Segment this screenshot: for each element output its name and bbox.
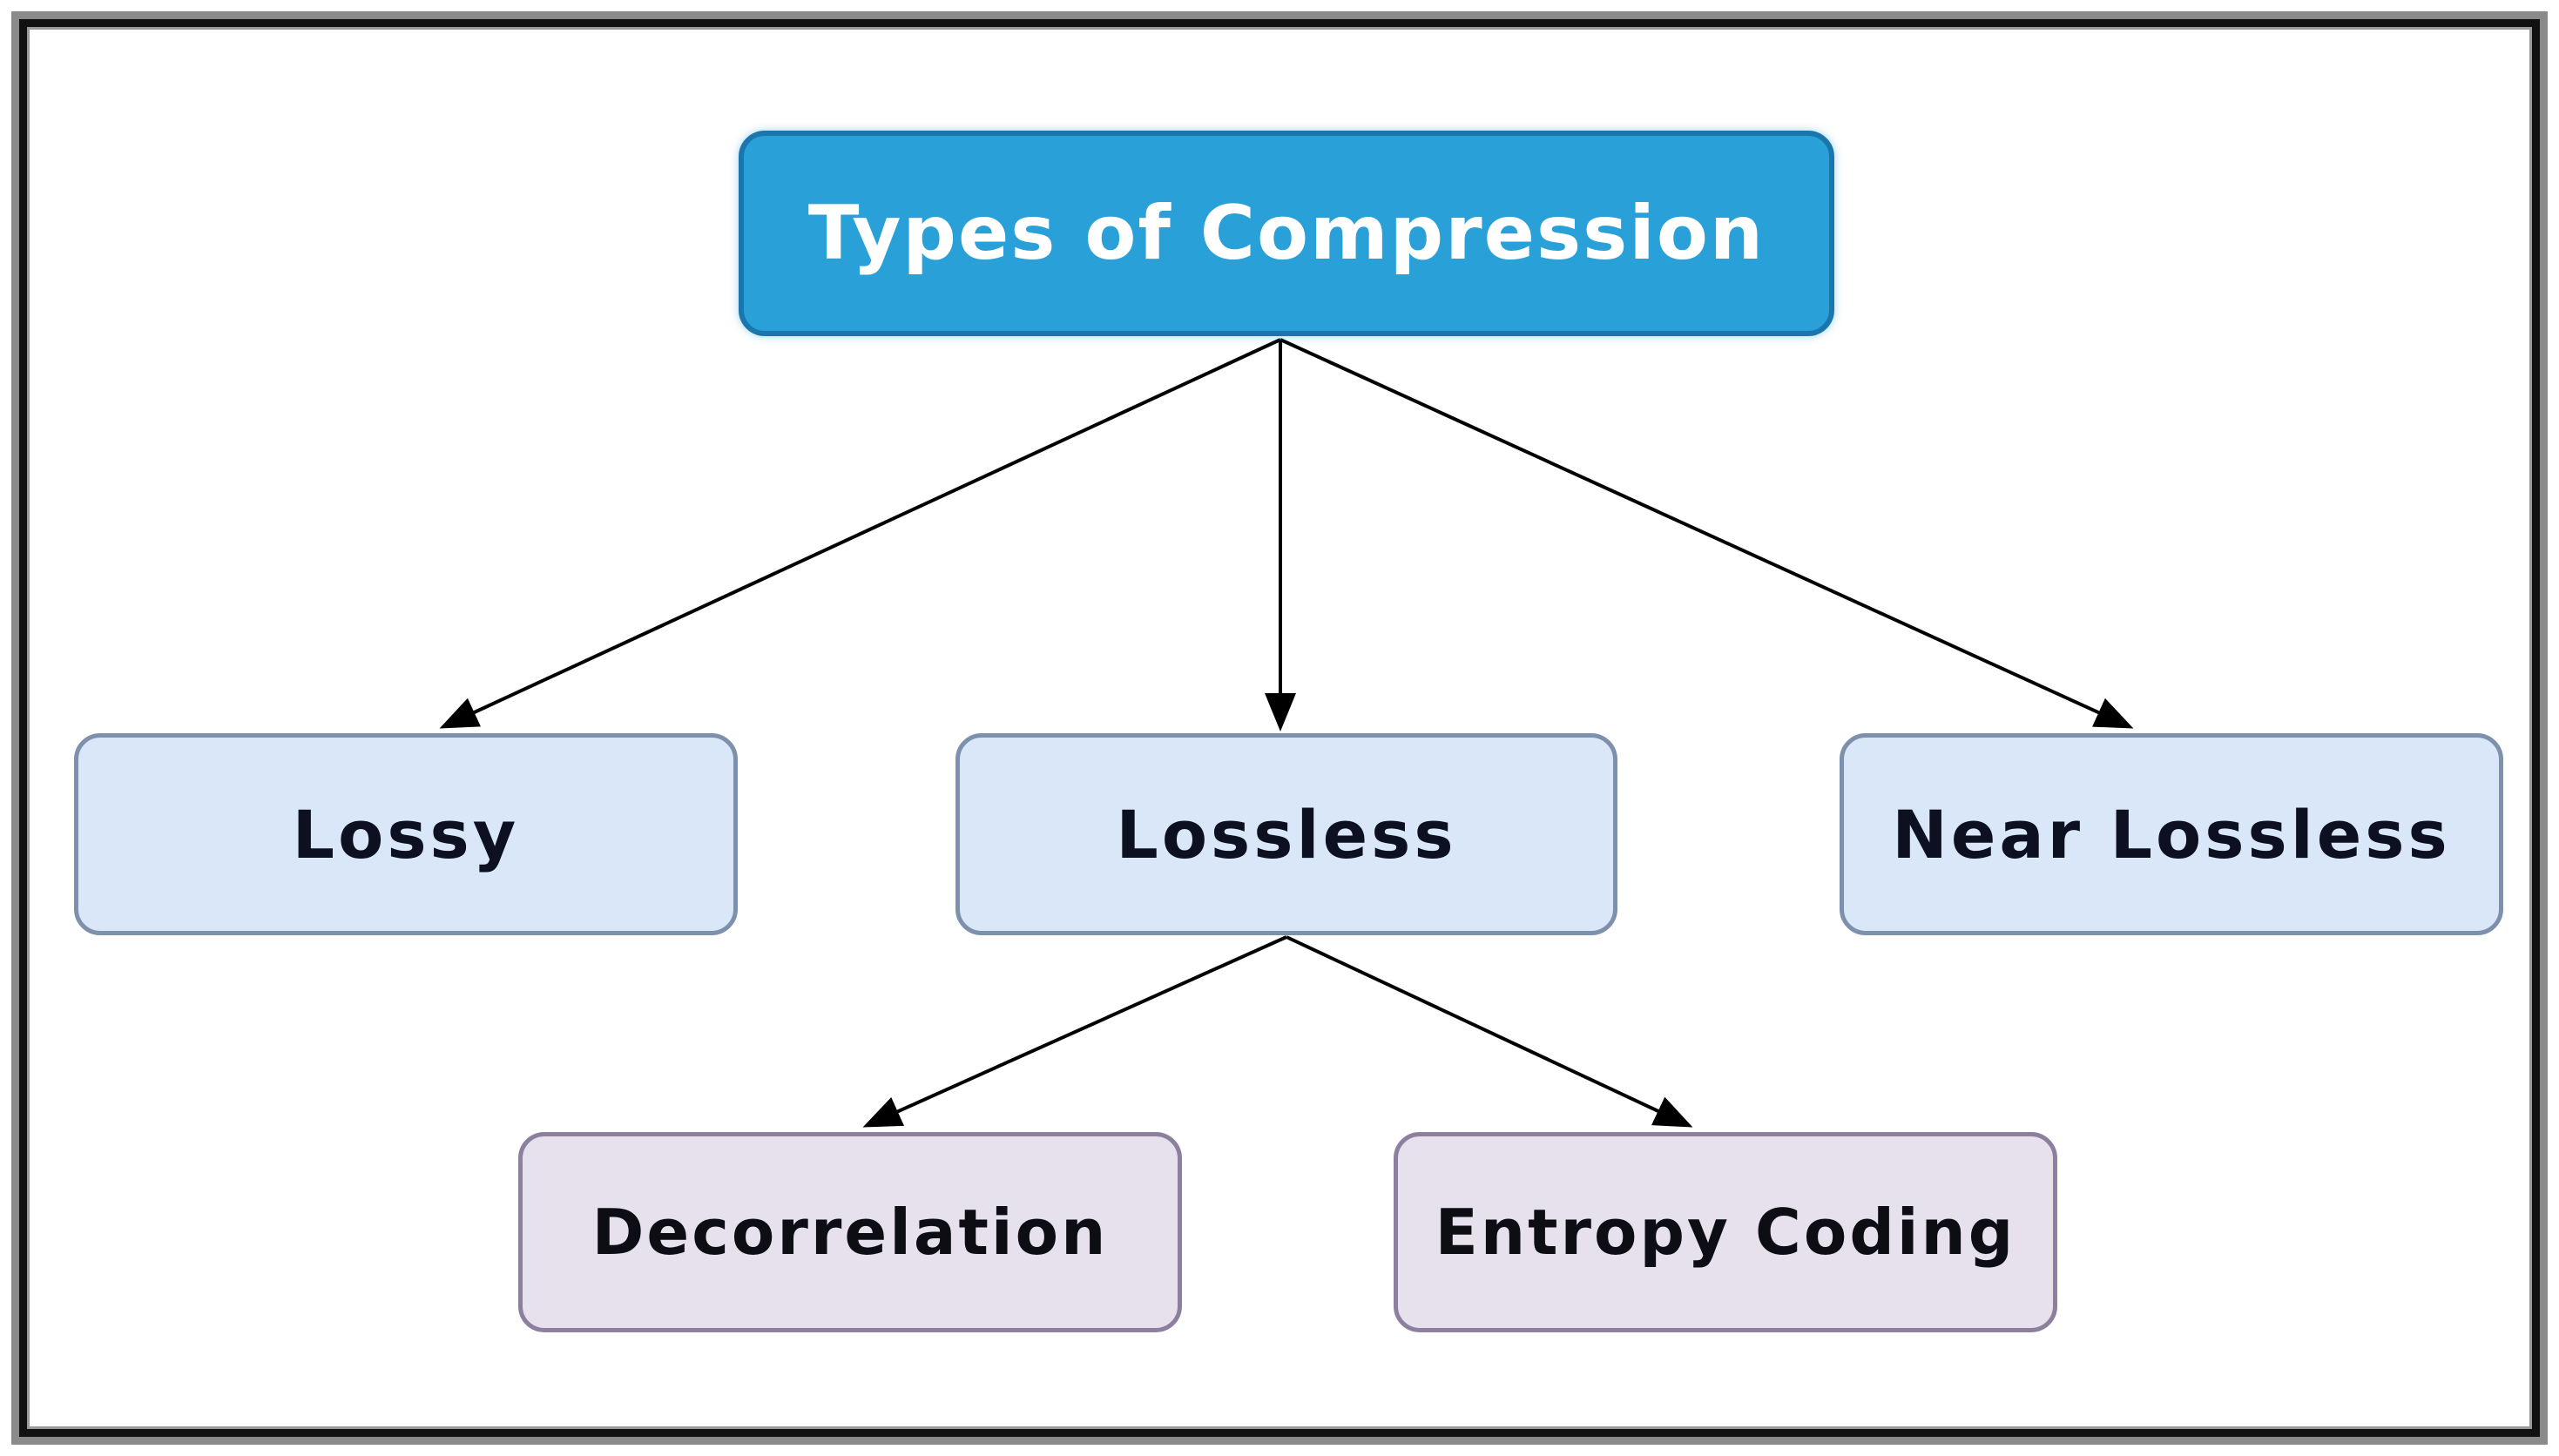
node-lossless-label: Lossless bbox=[1116, 795, 1457, 873]
node-decorrelation: Decorrelation bbox=[518, 1132, 1182, 1332]
node-near-lossless-label: Near Lossless bbox=[1892, 795, 2451, 873]
node-decorrelation-label: Decorrelation bbox=[591, 1196, 1109, 1269]
node-lossy: Lossy bbox=[74, 733, 738, 935]
node-entropy-coding: Entropy Coding bbox=[1394, 1132, 2057, 1332]
node-lossless: Lossless bbox=[955, 733, 1617, 935]
node-near-lossless: Near Lossless bbox=[1840, 733, 2503, 935]
diagram-border-frame bbox=[11, 11, 2548, 1445]
node-types-of-compression: Types of Compression bbox=[739, 131, 1834, 336]
node-entropy-coding-label: Entropy Coding bbox=[1435, 1196, 2016, 1269]
node-types-of-compression-label: Types of Compression bbox=[807, 190, 1766, 277]
node-lossy-label: Lossy bbox=[292, 795, 520, 873]
